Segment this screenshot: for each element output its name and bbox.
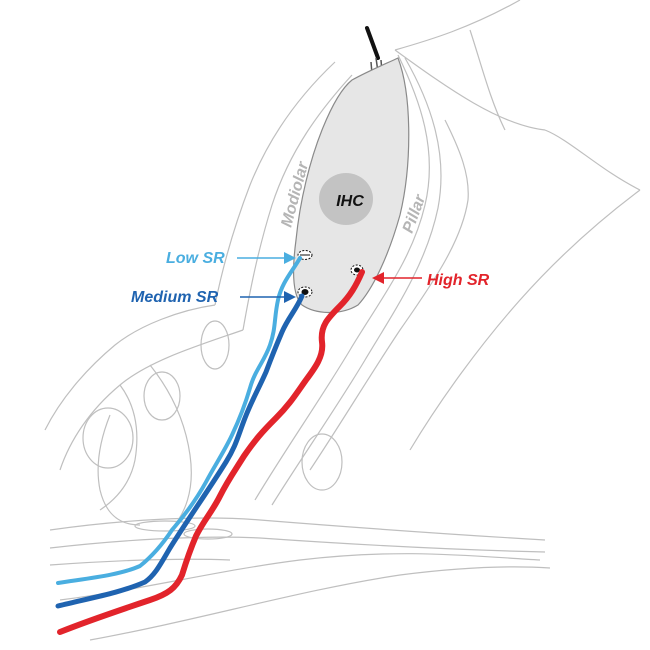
cell-label: IHC: [336, 193, 364, 210]
low-sr-label: Low SR: [166, 250, 225, 267]
high-sr-annotation: High SR: [372, 272, 490, 289]
medium-sr-annotation: Medium SR: [131, 289, 296, 306]
fiber-low-sr: [56, 256, 302, 585]
medium-sr-label: Medium SR: [131, 289, 219, 306]
high-sr-arrowhead: [372, 272, 384, 284]
low-sr-annotation: Low SR: [166, 250, 296, 267]
fiber-high-sr: [57, 269, 365, 635]
pillar-label: Pillar: [400, 192, 430, 235]
nucleus: [319, 173, 373, 225]
high-sr-label: High SR: [427, 272, 490, 289]
low-sr-arrowhead: [284, 252, 296, 264]
fiber-medium-sr: [55, 293, 305, 609]
medium-sr-arrowhead: [284, 291, 296, 303]
